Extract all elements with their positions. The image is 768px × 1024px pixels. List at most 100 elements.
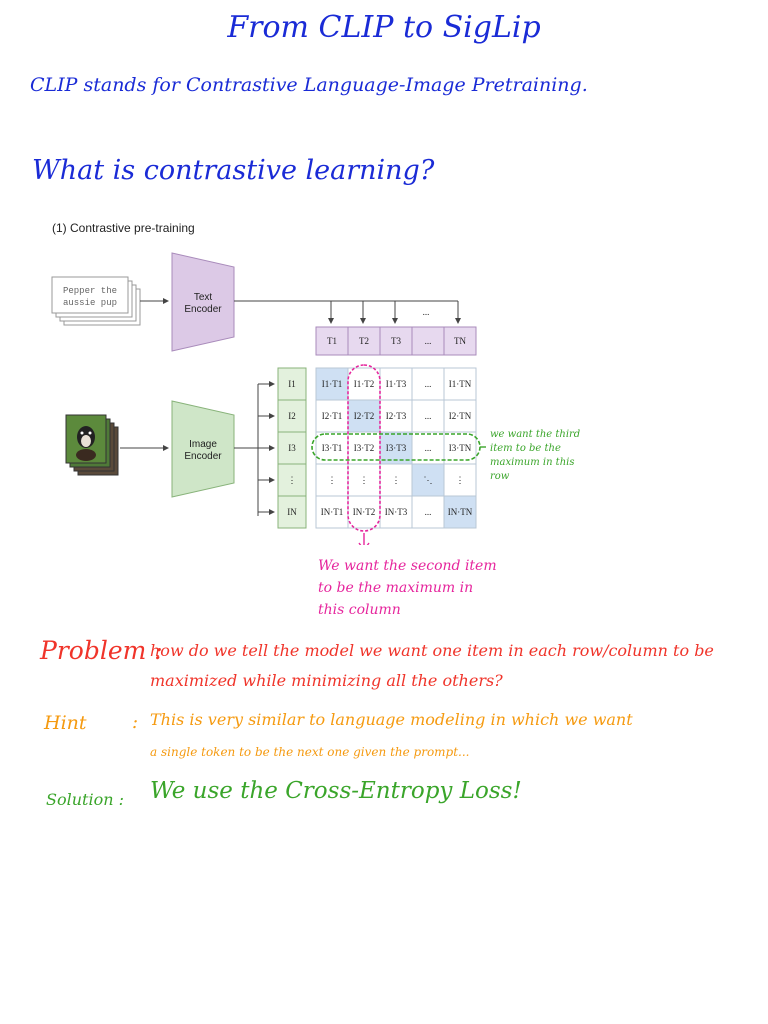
problem-label: Problem :: [40, 636, 163, 665]
matrix-cell: [443, 495, 477, 529]
text-encoder-block: [171, 252, 235, 352]
matrix-cell-label: I1·T2: [354, 379, 375, 389]
text-token-row: T1 T2 T3... TN: [315, 326, 477, 356]
text-input-line1: Pepper the: [63, 286, 117, 296]
image-encoder-label-1: Image: [189, 439, 217, 450]
solution-label: Solution :: [46, 790, 124, 809]
matrix-cell-label: ...: [425, 379, 432, 389]
row-note-line: item to be the: [490, 443, 561, 454]
matrix-cell-label: ...: [425, 443, 432, 453]
matrix-cell: [347, 495, 381, 529]
row-note-line: row: [490, 471, 510, 482]
image-token-label: I3: [288, 443, 296, 453]
text-token-label: T2: [359, 336, 369, 346]
hint-text: This is very similar to language modelin…: [150, 700, 760, 764]
text-input-line2: aussie pup: [63, 298, 117, 308]
matrix-cell: [347, 367, 381, 401]
column-highlight: [347, 364, 381, 532]
contrastive-diagram: Pepper the aussie pup Text Encoder ... T…: [51, 252, 488, 552]
matrix-cell-label: IN·T1: [321, 507, 344, 517]
hint-line2: a single token to be the next one given …: [150, 745, 470, 759]
figure-caption: (1) Contrastive pre-training: [52, 221, 195, 235]
image-token-label: ⋮: [288, 475, 297, 485]
text-ellipsis: ...: [423, 307, 430, 317]
solution-text: We use the Cross-Entropy Loss!: [150, 778, 522, 804]
matrix-cell-label: I1·T3: [386, 379, 407, 389]
text-input-stack: Pepper the aussie pup: [51, 276, 141, 326]
matrix-cell: [411, 367, 445, 401]
matrix-cell: [379, 463, 413, 497]
matrix-cell-label: ⋮: [328, 475, 337, 485]
matrix-cell-label: I2·T2: [354, 411, 375, 421]
text-token-label: ...: [425, 336, 432, 346]
matrix-cell-label: I2·T1: [322, 411, 343, 421]
row-note-line: we want the third: [490, 429, 581, 440]
problem-text: how do we tell the model we want one ite…: [150, 641, 714, 690]
column-annotation: We want the second item to be the maximu…: [318, 555, 497, 621]
column-note-line: this column: [318, 602, 401, 618]
matrix-cell-label: I3·T3: [386, 443, 407, 453]
dog-photo: [65, 414, 107, 464]
matrix-cell: [443, 431, 477, 465]
matrix-cell-label: I2·TN: [449, 411, 472, 421]
matrix-cell: [411, 495, 445, 529]
text-encoder-label-1: Text: [194, 292, 213, 303]
image-token-cell: [277, 463, 307, 497]
image-input-stack: [65, 414, 119, 476]
hint-line1: This is very similar to language modelin…: [150, 710, 633, 729]
text-token-cell: [379, 326, 413, 356]
image-token-label: I2: [288, 411, 296, 421]
row-annotation: we want the third item to be the maximum…: [490, 428, 580, 484]
question-heading: What is contrastive learning?: [32, 155, 435, 186]
matrix-cell: [315, 399, 349, 433]
matrix-cell-label: ⋮: [392, 475, 401, 485]
column-note-line: to be the maximum in: [318, 580, 474, 596]
matrix-cell-label: IN·T3: [385, 507, 408, 517]
text-token-label: TN: [454, 336, 466, 346]
matrix-cell-label: IN·T2: [353, 507, 376, 517]
image-token-cell: [277, 495, 307, 529]
image-token-label: IN: [287, 507, 297, 517]
text-token-cell: [347, 326, 381, 356]
text-token-cell: [411, 326, 445, 356]
contrastive-pretraining-figure: (1) Contrastive pre-training Pepper the …: [46, 215, 488, 552]
clip-definition: CLIP stands for Contrastive Language-Ima…: [30, 74, 588, 96]
matrix-cell: [315, 495, 349, 529]
text-token-cell: [443, 326, 477, 356]
matrix-cell: [443, 367, 477, 401]
text-token-cell: [315, 326, 349, 356]
matrix-cell: [379, 399, 413, 433]
matrix-cell-label: IN·TN: [448, 507, 473, 517]
image-token-cell: [277, 367, 307, 401]
matrix-cell-label: ⋱: [424, 475, 433, 485]
matrix-cell-label: I3·T1: [322, 443, 343, 453]
text-token-label: T1: [327, 336, 337, 346]
matrix-cell-label: I3·T2: [354, 443, 375, 453]
similarity-matrix: I1·T1 I1·T2 I1·T3... I1·TN I2·T1 I2·T2 I2·T3..…: [315, 367, 477, 529]
image-token-cell: [277, 431, 307, 465]
matrix-cell: [347, 463, 381, 497]
text-token-label: T3: [391, 336, 401, 346]
text-encoder-label-2: Encoder: [184, 304, 222, 315]
image-encoder-block: [171, 400, 235, 498]
matrix-cell-label: I1·TN: [449, 379, 472, 389]
matrix-cell-label: ...: [425, 507, 432, 517]
matrix-cell-label: I1·T1: [322, 379, 343, 389]
matrix-cell-label: ⋮: [456, 475, 465, 485]
image-token-cell: [277, 399, 307, 433]
matrix-cell-label: ...: [425, 411, 432, 421]
image-encoder-label-2: Encoder: [184, 451, 222, 462]
matrix-cell: [411, 431, 445, 465]
matrix-cell-label: I3·TN: [449, 443, 472, 453]
hint-separator: :: [132, 712, 139, 733]
matrix-cell-label: I2·T3: [386, 411, 407, 421]
matrix-cell: [347, 431, 381, 465]
matrix-cell: [411, 463, 445, 497]
row-note-line: maximum in this: [490, 457, 575, 468]
matrix-cell-label: ⋮: [360, 475, 369, 485]
image-token-label: I1: [288, 379, 296, 389]
column-note-line: We want the second item: [318, 558, 497, 574]
matrix-cell: [315, 431, 349, 465]
hint-label: Hint: [44, 712, 87, 734]
